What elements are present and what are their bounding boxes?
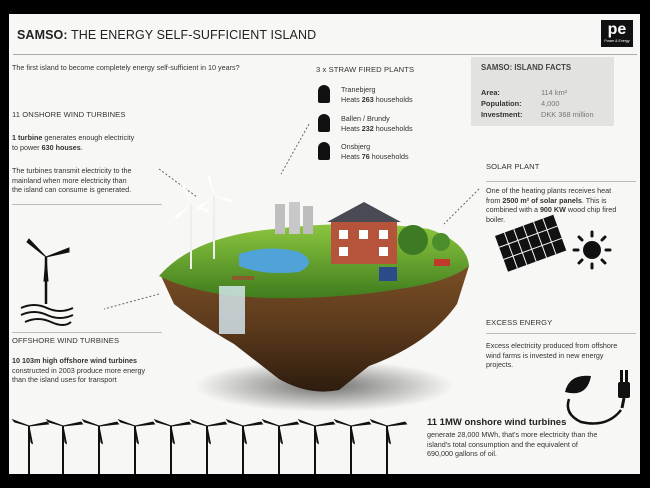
graphics-layer xyxy=(11,123,630,474)
offshore-text: 10 103m high offshore wind turbines cons… xyxy=(12,356,146,384)
facts-row-population: Population:4,000 xyxy=(481,99,560,108)
chimney-icon xyxy=(318,85,330,103)
arrow-onshore xyxy=(158,168,198,198)
onshore-turbine-icon xyxy=(333,418,372,474)
onshore-heading: 11 ONSHORE WIND TURBINES xyxy=(12,110,126,119)
excess-divider xyxy=(486,333,636,334)
onshore-turbine-icon xyxy=(369,418,408,474)
offshore-divider xyxy=(12,332,162,333)
offshore-turbine-icon xyxy=(20,238,74,326)
onshore-turbine-icon xyxy=(225,418,264,474)
onshore-turbine-icon xyxy=(153,418,192,474)
facts-heading: SAMSO: ISLAND FACTS xyxy=(481,63,572,72)
onshore-total-text: generate 28,000 MWh, that's more electri… xyxy=(427,430,598,458)
chimney-icon xyxy=(318,114,330,132)
excess-text: Excess electricity produced from offshor… xyxy=(486,341,618,369)
arrow-solar xyxy=(443,188,480,225)
leaf-plug-icon xyxy=(565,370,630,425)
facts-row-area: Area:114 km² xyxy=(481,88,568,97)
intro-text: The first island to become completely en… xyxy=(12,63,240,72)
solar-text: One of the heating plants receives heat … xyxy=(486,186,617,224)
solar-heading: SOLAR PLANT xyxy=(486,162,540,171)
arrow-offshore xyxy=(103,293,160,310)
onshore-turbine-icon xyxy=(11,418,50,474)
offshore-heading: OFFSHORE WIND TURBINES xyxy=(12,336,120,345)
straw-heading: 3 x STRAW FIRED PLANTS xyxy=(316,65,415,74)
pe-logo: pe Power & Energy xyxy=(601,20,633,47)
onshore-turbine-icon xyxy=(297,418,336,474)
header-divider xyxy=(13,54,637,55)
onshore-turbine-icon xyxy=(189,418,228,474)
facts-row-investment: Investment:DKK 368 million xyxy=(481,110,594,119)
onshore-total-heading: 11 1MW onshore wind turbines xyxy=(427,417,567,428)
solar-panel-icon xyxy=(495,214,567,272)
straw-plant-1: Tranebjerg Heats 263 households xyxy=(341,85,413,104)
solar-divider xyxy=(486,181,636,182)
page-title: SAMSO: THE ENERGY SELF-SUFFICIENT ISLAND xyxy=(17,28,317,42)
straw-plant-3: Onsbjerg Heats 76 households xyxy=(341,142,409,161)
infographic: SAMSO: THE ENERGY SELF-SUFFICIENT ISLAND… xyxy=(9,14,640,474)
arrow-straw xyxy=(280,123,310,175)
onshore-turbine-icon xyxy=(81,418,120,474)
onshore-paragraph: The turbines transmit electricity to the… xyxy=(12,166,132,194)
excess-heading: EXCESS ENERGY xyxy=(486,318,553,327)
onshore-turbine-icon xyxy=(261,418,300,474)
pointer-arrows xyxy=(103,123,480,310)
island-illustration xyxy=(159,175,469,392)
onshore-turbine-row xyxy=(11,418,408,474)
straw-plant-2: Ballen / Brundy Heats 232 households xyxy=(341,114,413,133)
onshore-turbine-text: 1 turbine generates enough electricity t… xyxy=(12,133,135,152)
onshore-turbine-icon xyxy=(45,418,84,474)
sun-icon xyxy=(572,230,612,270)
onshore-turbine-icon xyxy=(117,418,156,474)
island-facts-box: SAMSO: ISLAND FACTS Area:114 km² Populat… xyxy=(471,57,614,126)
chimney-icon xyxy=(318,142,330,160)
onshore-divider xyxy=(12,204,162,205)
